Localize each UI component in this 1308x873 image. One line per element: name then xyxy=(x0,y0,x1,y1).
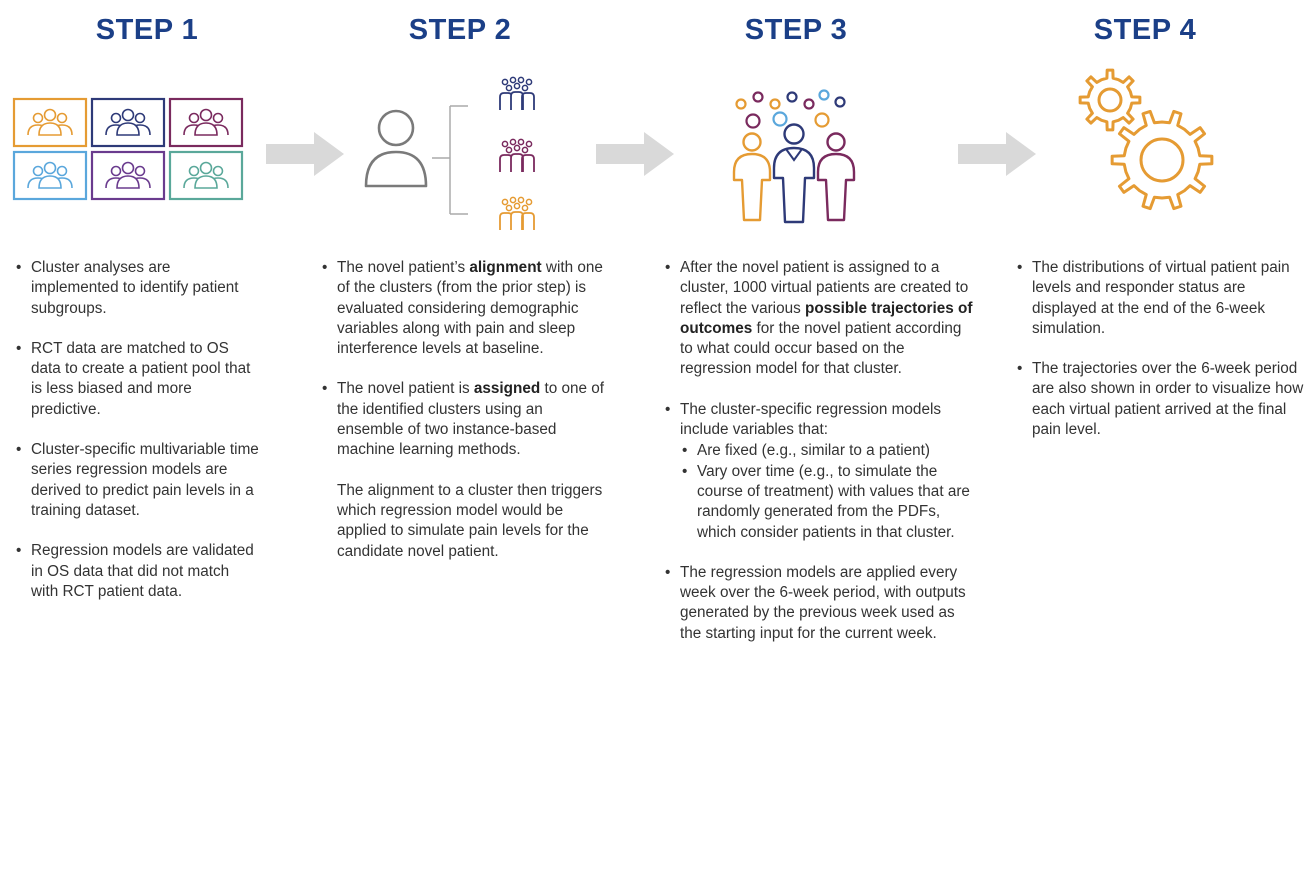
large-gear xyxy=(1110,109,1214,211)
step-3-title: STEP 3 xyxy=(744,14,848,46)
step-1-title: STEP 1 xyxy=(95,14,199,46)
patient-to-cluster-icon xyxy=(364,76,535,231)
step-1-bullet: Cluster-specific multivariable time seri… xyxy=(14,440,259,521)
large-gear-hole xyxy=(1139,137,1185,183)
step-3-sub-bullet: Are fixed (e.g., similar to a patient) xyxy=(680,441,975,462)
step-4-bullet: The distributions of virtual patient pai… xyxy=(1015,258,1305,339)
step-4-title: STEP 4 xyxy=(1093,14,1197,46)
step-2-title: STEP 2 xyxy=(408,14,512,46)
arrow-step-2-to-3 xyxy=(596,132,674,176)
step-2-paragraph: The alignment to a cluster then triggers… xyxy=(337,481,603,560)
step-3-bullet-weekly: The regression models are applied every … xyxy=(663,563,975,644)
small-gear xyxy=(1078,68,1142,132)
step-3-bullet-variables: The cluster-specific regression models i… xyxy=(663,400,975,543)
step-4-description: The distributions of virtual patient pai… xyxy=(1015,258,1305,460)
step-3-description: After the novel patient is assigned to a… xyxy=(663,258,975,664)
step-3-sub-bullet: Vary over time (e.g., to simulate the co… xyxy=(680,462,975,543)
step-4-bullet: The trajectories over the 6-week period … xyxy=(1015,359,1305,440)
small-gear-hole xyxy=(1097,87,1123,113)
step-2-bullet-assigned: The novel patient is assigned to one of … xyxy=(320,379,610,460)
arrow-step-3-to-4 xyxy=(958,132,1036,176)
arrow-step-1-to-2 xyxy=(266,132,344,176)
gears-icon xyxy=(1078,68,1214,211)
step-2-bullet-alignment: The novel patient’s alignment with one o… xyxy=(320,258,610,359)
step-1-bullet: Regression models are validated in OS da… xyxy=(14,541,259,602)
step-1-bullet: RCT data are matched to OS data to creat… xyxy=(14,339,259,420)
step-1-bullet: Cluster analyses are implemented to iden… xyxy=(14,258,259,319)
step-1-description: Cluster analyses are implemented to iden… xyxy=(14,258,259,622)
step-3-bullet-virtual-patients: After the novel patient is assigned to a… xyxy=(663,258,975,380)
virtual-patients-icon xyxy=(732,89,856,224)
step-2-description: The novel patient’s alignment with one o… xyxy=(320,258,610,562)
patient-clusters-icon xyxy=(12,97,244,201)
